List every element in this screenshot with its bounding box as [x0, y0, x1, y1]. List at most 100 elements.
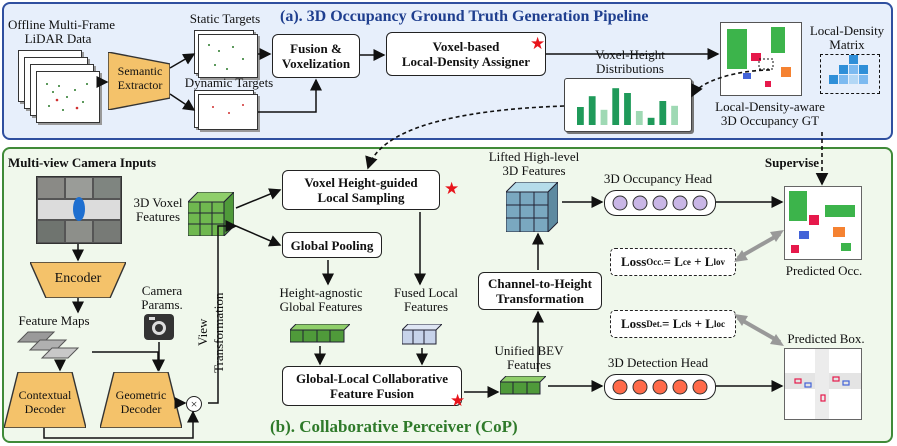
assigner-star-icon: ★ [530, 34, 546, 53]
fusion-voxelization-box: Fusion &Voxelization [272, 34, 360, 78]
feature-maps-icon [16, 331, 80, 359]
predicted-occ-image [784, 186, 862, 260]
occupancy-gt-map [720, 22, 802, 96]
fusion-b-line2: Feature Fusion [330, 386, 414, 401]
predicted-occ-icon [789, 191, 855, 253]
geometric-line2: Decoder [120, 402, 162, 416]
loss-det-cls: cls [681, 319, 692, 329]
voxel-height-distribution-chart [564, 78, 692, 132]
sampling-line2: Local Sampling [317, 190, 405, 205]
distribution-bar [647, 117, 655, 125]
lidar-label-line1: Offline Multi-Frame [8, 17, 115, 32]
fusion-star-icon: ★ [450, 391, 466, 410]
voxel-features-line1: 3D Voxel [133, 195, 183, 210]
static-targets-frame [198, 34, 258, 78]
dynamic-points-icon [212, 104, 244, 114]
loss-det-main: Loss [621, 316, 647, 331]
voxel-features-line2: Features [135, 209, 181, 224]
global-pooling-label: Global Pooling [290, 237, 374, 253]
loss-occ-sub: Occ. [646, 257, 664, 267]
semantic-extractor-line2: Extractor [117, 78, 163, 92]
loss-occ-plus: + L [690, 254, 714, 269]
distribution-bar [612, 88, 620, 125]
loss-det-plus: + L [691, 316, 714, 331]
assigner-line2: Local-Density Assigner [401, 54, 531, 69]
pred-occ-label: Predicted Occ. [785, 263, 863, 278]
semantic-extractor-shape [108, 52, 170, 110]
semantic-extractor-line1: Semantic [117, 64, 163, 78]
voxel-cube-icon [188, 192, 234, 236]
local-density-matrix [820, 54, 880, 94]
geometric-line1: Geometric [115, 388, 167, 402]
feature-maps-label: Feature Maps [18, 313, 90, 328]
dynamic-targets-frame [198, 94, 258, 130]
fusion-b-line1: Global-Local Collaborative [295, 371, 449, 386]
lidar-frame-4 [36, 71, 100, 123]
global-features-icon [290, 324, 350, 343]
dynamic-targets-label: Dynamic Targets [184, 75, 274, 90]
camera-views-icon [38, 178, 120, 242]
panel-b-title: (b). Collaborative Perceiver (CoP) [270, 417, 518, 436]
camera-params-line1: Camera [141, 283, 183, 298]
height-agnostic-line2: Global Features [279, 299, 363, 314]
gt-line1: Local-Density-aware [715, 99, 825, 114]
bev-features-icon [500, 376, 546, 395]
bev-line2: Features [506, 357, 552, 372]
camera-icon [144, 314, 174, 340]
occ-head-neurons-icon [612, 195, 708, 211]
c2h-line2: Transformation [496, 291, 584, 306]
loss-occ-lov: lov [713, 257, 725, 267]
encoder-shape [30, 262, 126, 298]
sampling-star-icon: ★ [444, 179, 460, 198]
distribution-bar [600, 109, 608, 125]
view-transform-line2: Transformation [211, 292, 226, 374]
c2h-line1: Channel-to-Height [488, 276, 592, 291]
bev-line1: Unified BEV [494, 343, 564, 358]
multiply-icon: × [186, 396, 202, 412]
lifted-line2: 3D Features [502, 163, 566, 178]
fused-local-line2: Features [403, 299, 449, 314]
supervise-label: Supervise [764, 155, 820, 170]
camera-inputs-label: Multi-view Camera Inputs [8, 155, 157, 170]
static-points-icon [208, 44, 244, 70]
loss-det-eq: = L [662, 316, 682, 331]
matrix-line2: Matrix [829, 37, 865, 52]
det-head-neurons-icon [612, 379, 708, 395]
loss-det-loc: loc [713, 319, 725, 329]
contextual-line2: Decoder [24, 402, 66, 416]
height-agnostic-line1: Height-agnostic [279, 285, 363, 300]
static-targets-label: Static Targets [189, 11, 261, 26]
sampling-line1: Voxel Height-guided [304, 175, 418, 190]
distribution-bar [588, 96, 596, 125]
distribution-bar [659, 101, 667, 125]
density-matrix-icon [829, 55, 868, 84]
occ-head-label: 3D Occupancy Head [603, 171, 713, 186]
panel-a-title: (a). 3D Occupancy Ground Truth Generatio… [280, 8, 649, 25]
lifted-features-cube-icon [506, 182, 558, 232]
loss-occ-main: Loss [621, 254, 647, 269]
predicted-box-icon [785, 349, 861, 419]
camera-params-line2: Params. [141, 297, 183, 312]
distribution-bars [577, 88, 678, 125]
distributions-line2: Distributions [596, 61, 664, 76]
distribution-bar [624, 93, 631, 125]
loss-occ-eq: = L [663, 254, 683, 269]
det-head-label: 3D Detection Head [607, 355, 709, 370]
distribution-bar [671, 105, 678, 125]
gt-line2: 3D Occupancy GT [720, 113, 820, 128]
occupancy-gt-icon [727, 27, 791, 87]
loss-det-sub: Det. [646, 319, 663, 329]
assigner-line1: Voxel-based [432, 39, 500, 54]
matrix-line1: Local-Density [809, 23, 885, 38]
detection-head-block [604, 374, 716, 400]
distribution-bar [635, 111, 643, 125]
lidar-points-icon [46, 83, 88, 111]
pred-box-label: Predicted Box. [787, 331, 865, 346]
distributions-line1: Voxel-Height [595, 47, 665, 62]
fusion-line1: Fusion & [290, 41, 342, 56]
